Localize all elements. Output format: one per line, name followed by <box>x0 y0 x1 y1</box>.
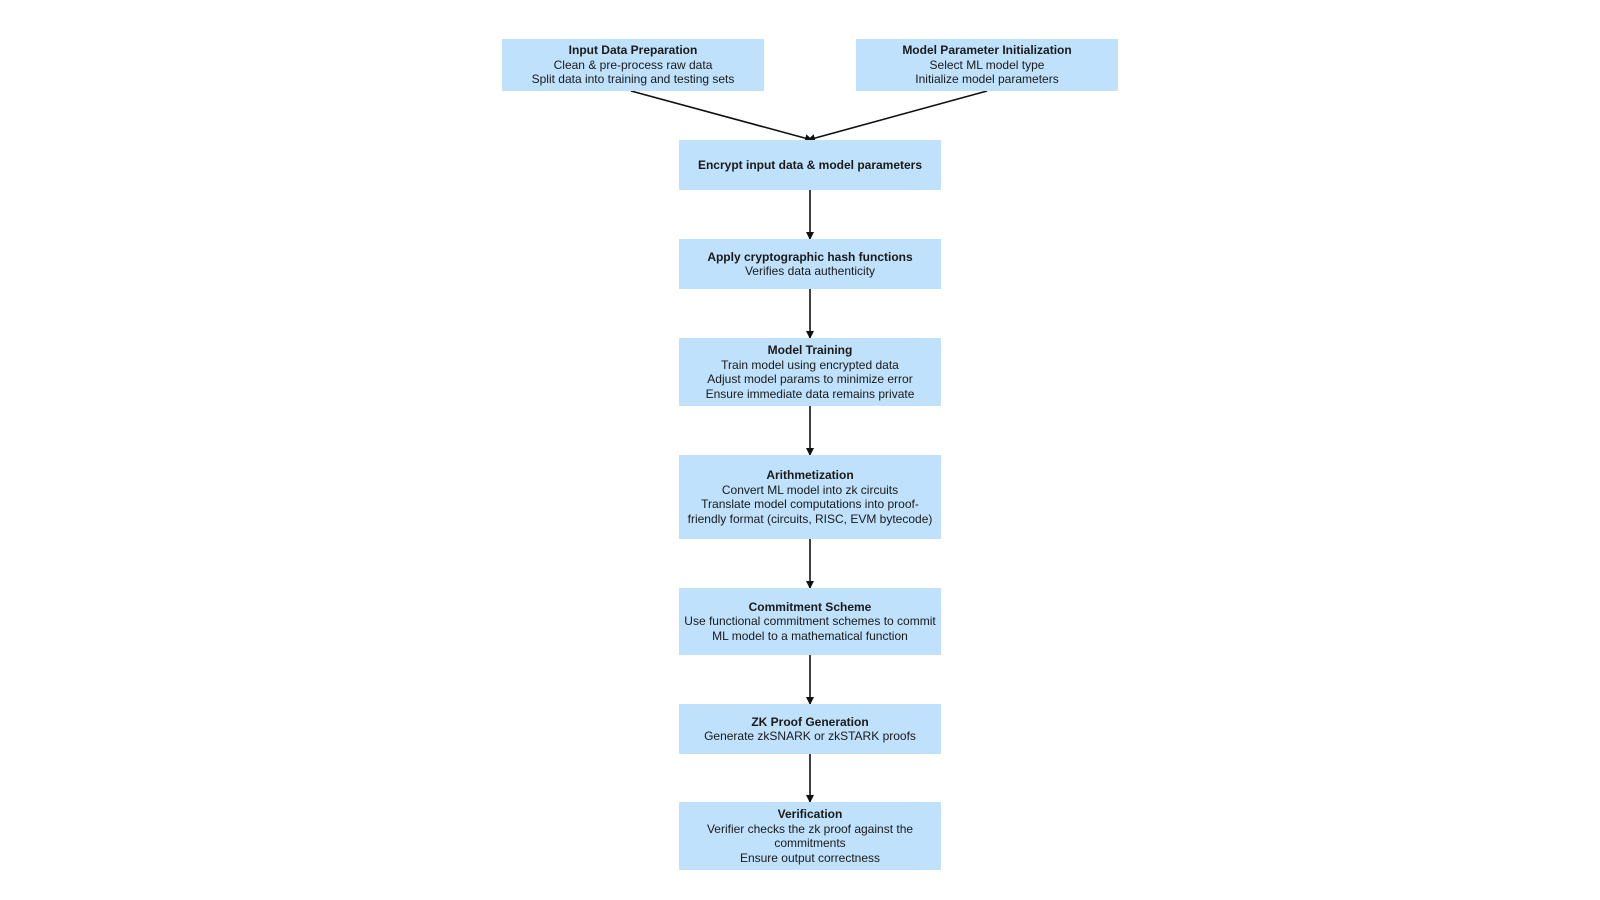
node-title: Model Training <box>767 343 853 357</box>
node-line: Verifier checks the zk proof against the… <box>706 821 914 851</box>
node-line: Train model using encrypted data <box>721 357 899 372</box>
node-title: Input Data Preparation <box>568 43 698 58</box>
node-encrypt: Encrypt input data & model parameters <box>679 140 941 190</box>
node-line: Ensure immediate data remains private <box>705 386 915 401</box>
node-line: Use functional commitment schemes to com… <box>684 614 936 643</box>
node-title: Verification <box>777 807 843 821</box>
node-title: Model Parameter Initialization <box>902 43 1072 58</box>
node-line: Select ML model type <box>929 57 1045 72</box>
node-input-data-preparation: Input Data Preparation Clean & pre-proce… <box>502 39 764 91</box>
node-title: Apply cryptographic hash functions <box>707 249 913 264</box>
arrow-input-prep-to-encrypt <box>630 90 813 143</box>
node-title: Encrypt input data & model parameters <box>697 157 923 172</box>
node-line: Translate model computations into proof-… <box>687 497 933 526</box>
node-title: Arithmetization <box>766 468 854 482</box>
node-line: Verifies data authenticity <box>744 264 876 278</box>
node-line: Convert ML model into zk circuits <box>721 482 899 497</box>
node-line: Initialize model parameters <box>915 72 1059 87</box>
node-model-parameter-initialization: Model Parameter Initialization Select ML… <box>856 39 1118 91</box>
arrow-model-init-to-encrypt <box>807 90 988 143</box>
node-line: Ensure output correctness <box>739 850 881 865</box>
node-commitment-scheme: Commitment Scheme Use functional commitm… <box>679 588 941 655</box>
node-apply-hash-functions: Apply cryptographic hash functions Verif… <box>679 239 941 289</box>
node-line: Adjust model params to minimize error <box>707 372 913 386</box>
node-verification: Verification Verifier checks the zk proo… <box>679 802 941 870</box>
node-line: Generate zkSNARK or zkSTARK proofs <box>704 729 916 743</box>
node-line: Clean & pre-process raw data <box>553 57 713 72</box>
node-arithmetization: Arithmetization Convert ML model into zk… <box>679 455 941 539</box>
node-title: Commitment Scheme <box>748 599 872 614</box>
node-model-training: Model Training Train model using encrypt… <box>679 338 941 406</box>
node-line: Split data into training and testing set… <box>531 72 735 87</box>
node-title: ZK Proof Generation <box>751 714 869 729</box>
node-zk-proof-generation: ZK Proof Generation Generate zkSNARK or … <box>679 704 941 754</box>
